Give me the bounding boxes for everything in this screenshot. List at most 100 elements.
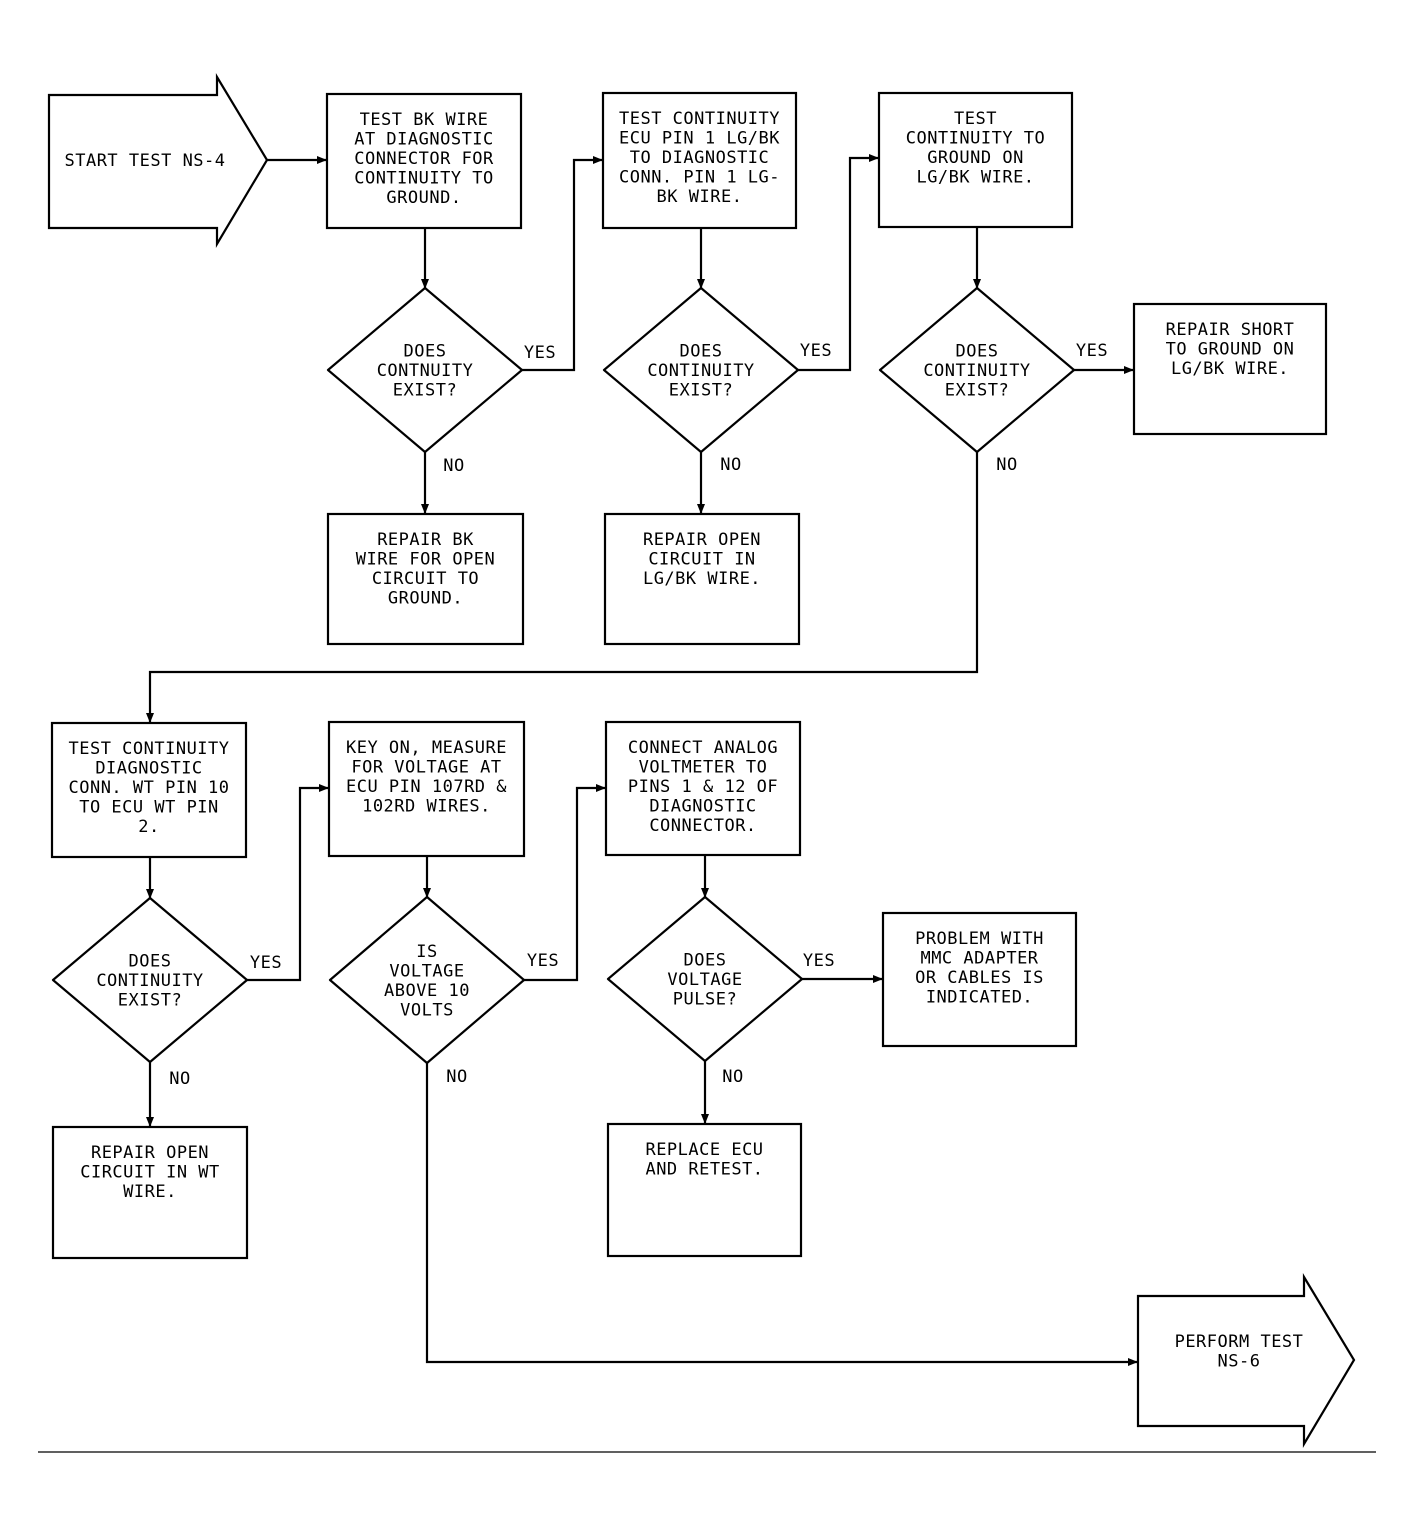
process-text-b5-line: 102RD WIRES. [362, 797, 491, 817]
process-text-b1-line: CONTINUITY TO [354, 169, 494, 189]
decision-text-d3-line: CONTINUITY [923, 361, 1030, 381]
process-text-b4-line: DIAGNOSTIC [95, 759, 202, 779]
connector-12 [247, 784, 329, 982]
process-box-b2 [601, 91, 798, 230]
process-box-b4 [50, 721, 248, 859]
process-box-r1 [326, 512, 525, 646]
decision-text-d3-line: EXIST? [945, 381, 1009, 401]
decision-text-d4-line: CONTINUITY [96, 971, 203, 991]
process-box-b6 [604, 720, 802, 857]
process-text-b3-line: LG/BK WIRE. [916, 168, 1034, 188]
process-box-r6 [606, 1122, 803, 1258]
process-box-r4 [51, 1125, 249, 1260]
decision-text-d5-line: VOLTS [400, 1000, 454, 1020]
process-text-r4-line: CIRCUIT IN WT [80, 1163, 220, 1183]
decision-text-d2-line: CONTINUITY [647, 361, 754, 381]
process-text-b3-line: GROUND ON [927, 148, 1024, 168]
process-text-r3-line: TO GROUND ON [1166, 340, 1295, 360]
decision-text-d6-line: VOLTAGE [667, 970, 742, 990]
process-text-b2-line: CONN. PIN 1 LG- [619, 168, 780, 188]
yes-label-5: YES [527, 951, 559, 971]
process-text-r3-line: LG/BK WIRE. [1171, 359, 1289, 379]
process-text-b2-line: BK WIRE. [657, 187, 743, 207]
process-text-b4-line: TO ECU WT PIN [79, 798, 219, 818]
process-text-r1-line: REPAIR BK [377, 530, 474, 550]
decision-d5 [328, 895, 526, 1065]
decision-text-d5-line: VOLTAGE [389, 961, 464, 981]
process-text-r6-line: REPLACE ECU [645, 1140, 763, 1160]
start-label: START TEST NS-4 [64, 151, 225, 171]
decision-d4 [51, 896, 249, 1064]
yes-label-6: YES [803, 951, 835, 971]
process-box-r2 [603, 512, 801, 646]
yes-label-4: YES [250, 953, 282, 973]
process-text-r2-line: LG/BK WIRE. [643, 569, 761, 589]
connector-3 [522, 156, 603, 372]
no-label-6: NO [722, 1067, 743, 1087]
decision-text-d1-line: EXIST? [393, 381, 457, 401]
process-box-r3 [1132, 302, 1328, 436]
decision-text-d6-line: DOES [684, 951, 727, 971]
process-box-r7 [881, 911, 1078, 1048]
process-text-r1-line: WIRE FOR OPEN [356, 550, 496, 570]
start-label-line: START TEST NS-4 [64, 151, 225, 171]
process-text-b4-line: CONN. WT PIN 10 [68, 778, 229, 798]
connector-lines [146, 154, 1138, 1366]
decision-text-d1-line: DOES [404, 342, 447, 362]
end-label-line: NS-6 [1218, 1352, 1261, 1372]
process-text-r3-line: REPAIR SHORT [1166, 320, 1295, 340]
no-label-4: NO [169, 1069, 190, 1089]
decision-text-d5-line: ABOVE 10 [384, 981, 470, 1001]
process-text-r7-line: PROBLEM WITH [915, 929, 1044, 949]
process-text-b6-line: CONNECT ANALOG [628, 738, 778, 758]
process-text-b6-line: VOLTMETER TO [639, 758, 768, 778]
process-text-b5-line: FOR VOLTAGE AT [351, 758, 501, 778]
connector-10 [146, 452, 979, 723]
decision-d1 [326, 286, 524, 454]
decision-text-d2-line: DOES [680, 342, 723, 362]
process-text-r4-line: WIRE. [123, 1182, 177, 1202]
decision-text-d6-line: PULSE? [673, 990, 737, 1010]
process-text-b4-line: TEST CONTINUITY [68, 739, 229, 759]
process-text-r4-line: REPAIR OPEN [91, 1143, 209, 1163]
process-text-b5-line: ECU PIN 107RD & [346, 777, 507, 797]
process-text-r1-line: CIRCUIT TO [372, 569, 479, 589]
process-text-b1-line: TEST BK WIRE [360, 110, 489, 130]
process-text-b6-line: CONNECTOR. [649, 816, 756, 836]
end-arrow-shape [1136, 1273, 1356, 1448]
decision-text-d2-line: EXIST? [669, 381, 733, 401]
no-label-5: NO [446, 1067, 467, 1087]
connector-16 [425, 1063, 1138, 1366]
yes-label-2: YES [800, 341, 832, 361]
process-text-r1-line: GROUND. [388, 589, 463, 609]
yes-label-3: YES [1076, 341, 1108, 361]
decision-text-d4-line: EXIST? [118, 991, 182, 1011]
no-label-1: NO [443, 456, 464, 476]
no-label-3: NO [996, 455, 1017, 475]
no-label-2: NO [720, 455, 741, 475]
process-box-b3 [877, 91, 1074, 229]
end-label-line: PERFORM TEST [1175, 1332, 1304, 1352]
decision-d6 [606, 895, 804, 1063]
process-text-b5-line: KEY ON, MEASURE [346, 738, 507, 758]
process-text-r2-line: REPAIR OPEN [643, 530, 761, 550]
decision-text-d1-line: CONTNUITY [377, 361, 474, 381]
